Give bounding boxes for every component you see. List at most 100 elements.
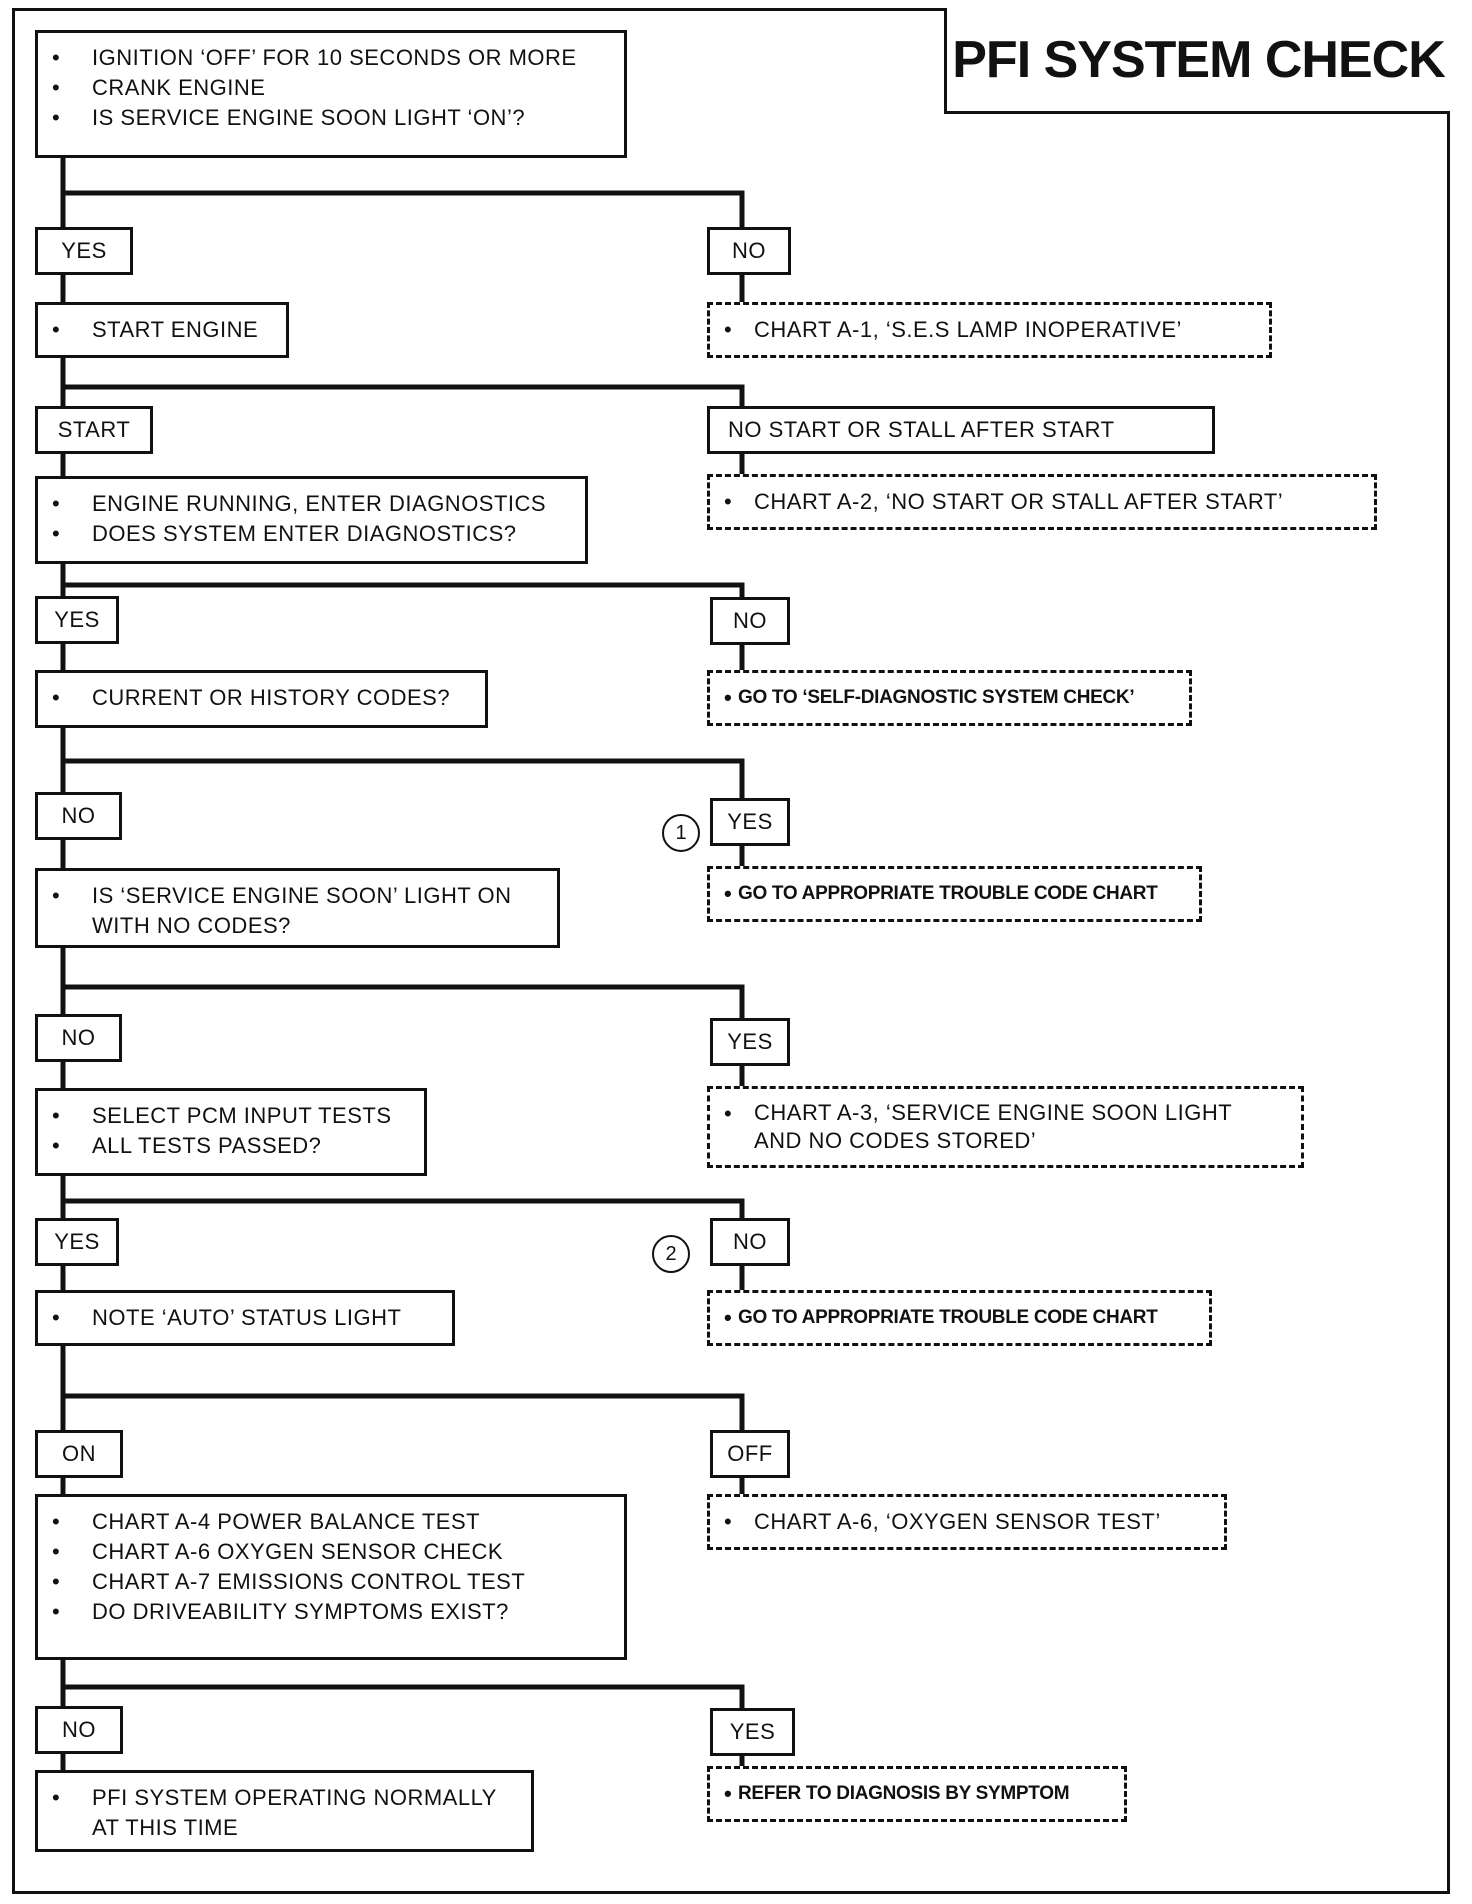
bullet: • (52, 1305, 61, 1330)
step-line: • START ENGINE (52, 315, 272, 345)
step-box: • SELECT PCM INPUT TESTS • ALL TESTS PASSED… (35, 1088, 427, 1176)
bullet: • (52, 317, 61, 342)
step-line: • PFI SYSTEM OPERATING NORMALLY AT THIS T… (52, 1783, 517, 1843)
branch-label-left: NO (35, 1706, 123, 1754)
branch-label-left: NO (35, 1014, 122, 1062)
branch-label-right: OFF (710, 1430, 790, 1478)
bullet: • (52, 75, 61, 100)
step-box: • CHART A-4 POWER BALANCE TEST • CHART A-6 … (35, 1494, 627, 1660)
bullet: • (724, 317, 733, 342)
result-box: • CHART A-2, ‘NO START OR STALL AFTER STA… (707, 474, 1377, 530)
result-box: • CHART A-6, ‘OXYGEN SENSOR TEST’ (707, 1494, 1227, 1550)
step-text: CHART A-4 POWER BALANCE TEST (92, 1509, 481, 1534)
step-line: • CHART A-7 EMISSIONS CONTROL TEST (52, 1567, 610, 1597)
step-text: IGNITION ‘OFF’ FOR 10 SECONDS OR MORE (92, 45, 577, 70)
result-text: CHART A-3, ‘SERVICE ENGINE SOON LIGHT AN… (754, 1100, 1233, 1153)
branch-label-right: YES (710, 798, 790, 846)
bullet: • (52, 1103, 61, 1128)
step-text: CURRENT OR HISTORY CODES? (92, 685, 451, 710)
bullet: • (52, 1509, 61, 1534)
step-text: DO DRIVEABILITY SYMPTOMS EXIST? (92, 1599, 509, 1624)
step-line: • DOES SYSTEM ENTER DIAGNOSTICS? (52, 519, 571, 549)
step-box: • NOTE ‘AUTO’ STATUS LIGHT (35, 1290, 455, 1346)
branch-label-right: NO (710, 1218, 790, 1266)
bullet: • (52, 883, 61, 908)
branch-label-left: NO (35, 792, 122, 840)
branch-label-right: YES (710, 1708, 795, 1756)
step-line: • NOTE ‘AUTO’ STATUS LIGHT (52, 1303, 438, 1333)
step-line: • IGNITION ‘OFF’ FOR 10 SECONDS OR MORE (52, 43, 610, 73)
chart-title: PFI SYSTEM CHECK (952, 30, 1445, 89)
branch-label-left: START (35, 406, 153, 454)
result-box: • GO TO APPROPRIATE TROUBLE CODE CHART (707, 1290, 1212, 1346)
bullet: • (52, 491, 61, 516)
step-marker-circle: 2 (652, 1235, 690, 1273)
step-box: • START ENGINE (35, 302, 289, 358)
step-text: NOTE ‘AUTO’ STATUS LIGHT (92, 1305, 402, 1330)
result-text: CHART A-2, ‘NO START OR STALL AFTER STAR… (754, 489, 1284, 514)
step-line: • DO DRIVEABILITY SYMPTOMS EXIST? (52, 1597, 610, 1627)
result-text: GO TO APPROPRIATE TROUBLE CODE CHART (738, 883, 1158, 904)
result-text: CHART A-1, ‘S.E.S LAMP INOPERATIVE’ (754, 317, 1182, 342)
step-text: PFI SYSTEM OPERATING NORMALLY AT THIS TI… (92, 1785, 497, 1840)
step-text: CHART A-7 EMISSIONS CONTROL TEST (92, 1569, 526, 1594)
bullet: • (724, 881, 732, 906)
step-line: • CRANK ENGINE (52, 73, 610, 103)
branch-label-left: ON (35, 1430, 123, 1478)
result-box: •REFER TO DIAGNOSIS BY SYMPTOM (707, 1766, 1127, 1822)
branch-label-left: YES (35, 227, 133, 275)
step-box: • PFI SYSTEM OPERATING NORMALLY AT THIS T… (35, 1770, 534, 1852)
branch-label-right: NO (710, 597, 790, 645)
result-box: • GO TO APPROPRIATE TROUBLE CODE CHART (707, 866, 1202, 922)
step-line: • IS ‘SERVICE ENGINE SOON’ LIGHT ON WITH … (52, 881, 543, 941)
bullet: • (724, 489, 733, 514)
step-text: IS SERVICE ENGINE SOON LIGHT ‘ON’? (92, 105, 526, 130)
step-text: ENGINE RUNNING, ENTER DIAGNOSTICS (92, 491, 547, 516)
step-text: SELECT PCM INPUT TESTS (92, 1103, 392, 1128)
step-marker-circle: 1 (662, 814, 700, 852)
bullet: • (724, 1509, 733, 1534)
bullet: • (724, 685, 732, 710)
branch-label-right: NO START OR STALL AFTER START (707, 406, 1215, 454)
title-box: PFI SYSTEM CHECK (944, 8, 1450, 114)
result-text: GO TO APPROPRIATE TROUBLE CODE CHART (738, 1307, 1158, 1328)
step-box: •CURRENT OR HISTORY CODES? (35, 670, 488, 728)
step-text: CRANK ENGINE (92, 75, 266, 100)
bullet: • (52, 1599, 61, 1624)
bullet: • (52, 1133, 61, 1158)
branch-label-left: YES (35, 596, 119, 644)
bullet: • (52, 45, 61, 70)
step-line: • IS SERVICE ENGINE SOON LIGHT ‘ON’? (52, 103, 610, 133)
bullet: • (52, 105, 61, 130)
step-text: ALL TESTS PASSED? (92, 1133, 322, 1158)
result-text: CHART A-6, ‘OXYGEN SENSOR TEST’ (754, 1509, 1161, 1534)
bullet: • (52, 1785, 61, 1810)
result-text: GO TO ‘SELF-DIAGNOSTIC SYSTEM CHECK’ (738, 687, 1135, 708)
result-box: • CHART A-3, ‘SERVICE ENGINE SOON LIGHT A… (707, 1086, 1304, 1168)
step-line: • SELECT PCM INPUT TESTS (52, 1101, 410, 1131)
bullet: • (724, 1101, 733, 1126)
bullet: • (724, 1305, 732, 1330)
bullet: • (52, 521, 61, 546)
step-box: • ENGINE RUNNING, ENTER DIAGNOSTICS • DOES … (35, 476, 588, 564)
result-box: • GO TO ‘SELF-DIAGNOSTIC SYSTEM CHECK’ (707, 670, 1192, 726)
step-box: • IS ‘SERVICE ENGINE SOON’ LIGHT ON WITH … (35, 868, 560, 948)
step-line: • CHART A-6 OXYGEN SENSOR CHECK (52, 1537, 610, 1567)
step-text: DOES SYSTEM ENTER DIAGNOSTICS? (92, 521, 517, 546)
bullet: • (724, 1781, 732, 1806)
step-text: IS ‘SERVICE ENGINE SOON’ LIGHT ON WITH N… (92, 883, 512, 938)
step-line: • CHART A-4 POWER BALANCE TEST (52, 1507, 610, 1537)
bullet: • (52, 1569, 61, 1594)
step-line: •CURRENT OR HISTORY CODES? (52, 683, 471, 713)
result-box: • CHART A-1, ‘S.E.S LAMP INOPERATIVE’ (707, 302, 1272, 358)
bullet: • (52, 1539, 61, 1564)
step-text: CHART A-6 OXYGEN SENSOR CHECK (92, 1539, 504, 1564)
branch-label-right: NO (707, 227, 791, 275)
branch-label-right: YES (710, 1018, 790, 1066)
branch-label-left: YES (35, 1218, 119, 1266)
step-box: • IGNITION ‘OFF’ FOR 10 SECONDS OR MORE • C… (35, 30, 627, 158)
step-text: START ENGINE (92, 317, 259, 342)
step-line: • ENGINE RUNNING, ENTER DIAGNOSTICS (52, 489, 571, 519)
